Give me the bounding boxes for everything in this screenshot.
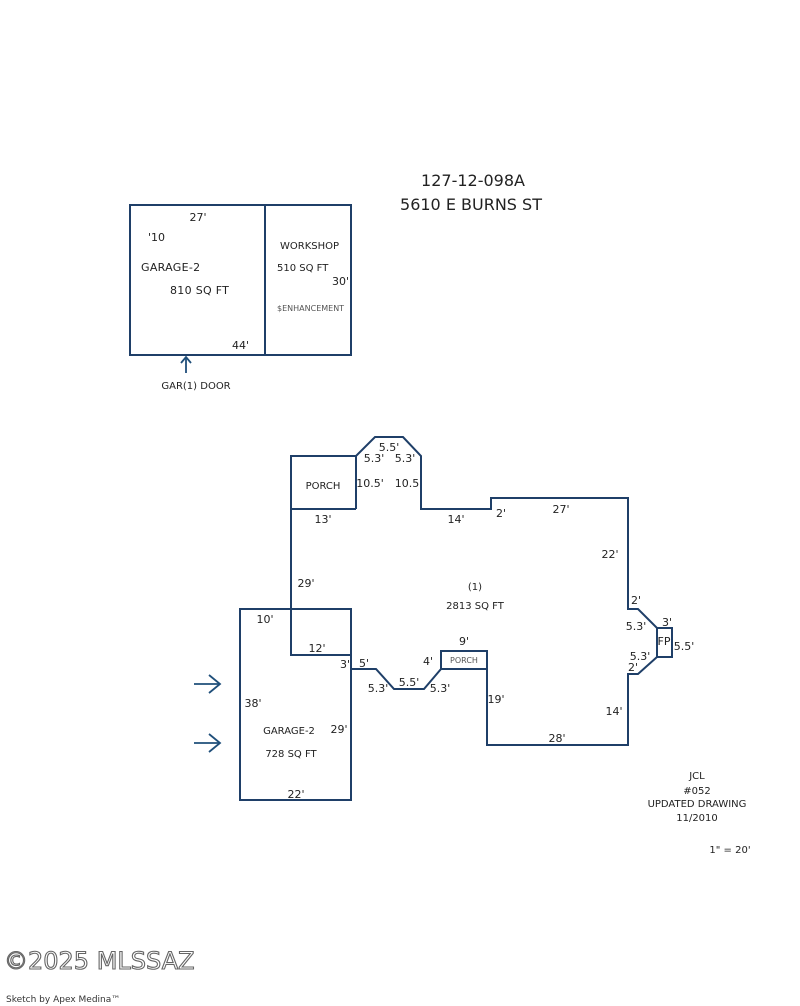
main-area-name: (1)	[468, 582, 482, 593]
dim-bay-right-angle: 5.3'	[395, 452, 416, 465]
workshop-name: WORKSHOP	[280, 241, 339, 252]
note-status: UPDATED DRAWING	[648, 799, 747, 810]
note-author: JCL	[688, 771, 705, 782]
dim-bay-top: 5.5'	[379, 441, 400, 454]
detached-garage-year: '10	[148, 231, 165, 244]
attached-garage-name: GARAGE-2	[263, 726, 315, 737]
property-address: 5610 E BURNS ST	[400, 195, 542, 214]
note-date: 11/2010	[676, 813, 718, 824]
dim-garage-right: 29'	[330, 723, 347, 736]
garage-door-label: GAR(1) DOOR	[161, 381, 230, 392]
scale-note: 1" = 20'	[709, 845, 750, 856]
detached-garage-area: 810 SQ FT	[170, 284, 229, 297]
porch-label: PORCH	[306, 481, 341, 492]
detached-garage-top-dim: 27'	[189, 211, 206, 224]
main-house-outline	[290, 436, 673, 746]
dim-bay-left-angle: 5.3'	[364, 452, 385, 465]
dim-porch-bottom: 13'	[314, 513, 331, 526]
small-porch-label: PORCH	[450, 656, 478, 665]
attached-garage-area: 728 SQ FT	[265, 749, 317, 760]
dim-garage-top: 10'	[256, 613, 273, 626]
dim-front-step: 4'	[423, 655, 433, 668]
dim-right-lower: 14'	[605, 705, 622, 718]
dim-right-upper: 22'	[601, 548, 618, 561]
enhancement-label: $ENHANCEMENT	[277, 304, 344, 313]
dim-front-mid: 5.5'	[399, 676, 420, 689]
dim-fp-side: 5.5'	[674, 640, 695, 653]
workshop-outline	[264, 204, 352, 356]
watermark: ©2025 MLSSAZ	[4, 947, 195, 975]
dim-notch-drop: 3'	[340, 658, 350, 671]
dim-step: 2'	[496, 507, 506, 520]
detached-garage-name: GARAGE-2	[141, 261, 200, 274]
garage-entry-arrow-icon	[194, 674, 222, 694]
dim-top-right: 27'	[552, 503, 569, 516]
dim-small-porch-top: 9'	[459, 635, 469, 648]
dim-front-angle-left: 5.3'	[368, 682, 389, 695]
dim-top-mid: 14'	[447, 513, 464, 526]
garage-door-arrow-icon	[180, 355, 192, 373]
dim-front-a: 5'	[359, 657, 369, 670]
dim-fp-upper-angle: 5.3'	[626, 620, 647, 633]
garage-entry-arrow-icon	[194, 733, 222, 753]
parcel-number: 127-12-098A	[421, 171, 525, 190]
dim-notch-bottom: 12'	[308, 642, 325, 655]
dim-garage-bottom: 22'	[287, 788, 304, 801]
dim-left-upper: 29'	[297, 577, 314, 590]
main-area-size: 2813 SQ FT	[446, 601, 505, 612]
dim-bay-right: 10.5	[395, 477, 420, 490]
attached-garage-outline	[239, 608, 352, 801]
dim-bottom: 28'	[548, 732, 565, 745]
workshop-dim: 30'	[332, 275, 349, 288]
dim-right-inner: 19'	[487, 693, 504, 706]
dim-fp-top-step: 2'	[631, 594, 641, 607]
dim-fp-bottom-step: 2'	[628, 661, 638, 674]
fireplace-label: FP	[658, 635, 671, 648]
small-porch-outline	[440, 650, 488, 670]
dim-front-angle-right: 5.3'	[430, 682, 451, 695]
dim-fp-lower-angle: 5.3'	[630, 650, 651, 663]
sketch-credit: Sketch by Apex Medina™	[6, 995, 120, 1005]
workshop-area: 510 SQ FT	[277, 263, 329, 274]
dim-fp-top: 3'	[662, 616, 672, 629]
detached-garage-outline	[129, 204, 266, 356]
detached-garage-bottom-dim: 44'	[232, 339, 249, 352]
note-number: #052	[683, 786, 710, 797]
dim-bay-left: 10.5'	[356, 477, 384, 490]
dim-garage-left: 38'	[244, 697, 261, 710]
